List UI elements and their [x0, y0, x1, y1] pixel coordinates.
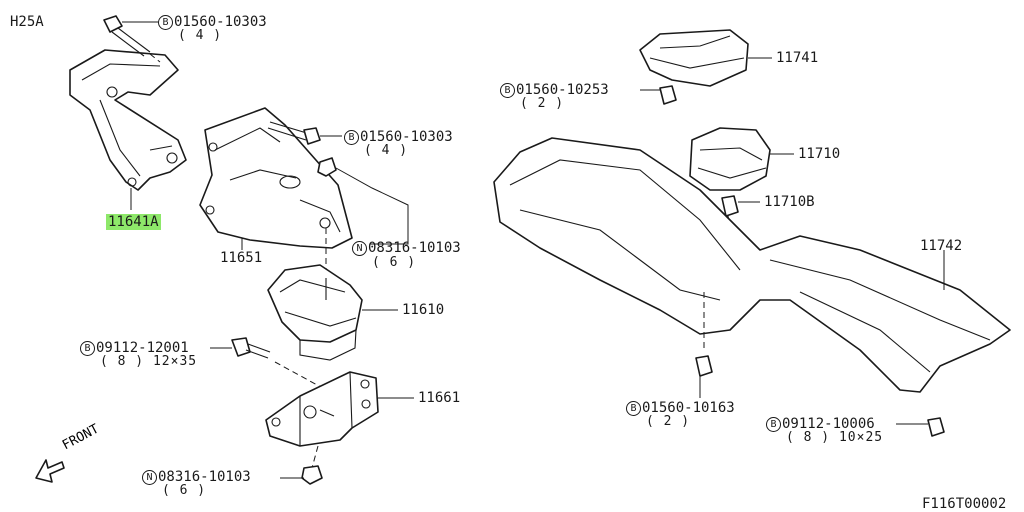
callout-number: 01560-10253 [516, 82, 609, 98]
part-11710b[interactable]: 11710B [764, 194, 815, 210]
bolt-09112-12001-drawing [210, 337, 271, 359]
callout-qty: ( 6 ) [162, 483, 207, 498]
callout-number: 08316-10103 [158, 469, 251, 485]
part-11641a[interactable]: 11641A [106, 214, 161, 230]
part-11651[interactable]: 11651 [220, 250, 263, 266]
figure-code: F116T00002 [922, 496, 1007, 512]
callout-marker: B [344, 130, 359, 145]
bracket-11661-drawing [265, 371, 414, 485]
callout-number: 09112-10006 [782, 416, 875, 432]
callout-number: 01560-10163 [642, 400, 735, 416]
callout-marker: B [500, 83, 515, 98]
mount-11610-drawing [267, 264, 398, 393]
mount-11710-drawing [689, 127, 794, 229]
callout-qty: ( 6 ) [372, 255, 417, 270]
callout-marker: B [766, 417, 781, 432]
part-11610[interactable]: 11610 [402, 302, 445, 318]
callout-number: 01560-10303 [174, 14, 267, 30]
bolt-top-left-drawing [103, 15, 161, 63]
cover-11741-drawing [639, 29, 772, 105]
part-11741[interactable]: 11741 [776, 50, 819, 66]
callout-qty: ( 2 ) [520, 96, 565, 111]
callout-marker: B [158, 15, 173, 30]
part-11641a-highlight: 11641A [106, 214, 161, 230]
front-arrow-icon [35, 459, 65, 483]
bracket-11641a-drawing [69, 49, 187, 210]
callout-marker: B [80, 341, 95, 356]
model-code: H25A [10, 14, 44, 30]
callout-qty: ( 4 ) [364, 143, 409, 158]
callout-marker: N [142, 470, 157, 485]
callout-number: 09112-12001 [96, 340, 189, 356]
part-11661[interactable]: 11661 [418, 390, 461, 406]
callout-number: 08316-10103 [368, 240, 461, 256]
callout-qty: ( 8 ) 12×35 [100, 354, 198, 369]
callout-qty: ( 8 ) 10×25 [786, 430, 884, 445]
callout-qty: ( 2 ) [646, 414, 691, 429]
callout-marker: B [626, 401, 641, 416]
part-11742[interactable]: 11742 [920, 238, 963, 254]
callout-number: 01560-10303 [360, 129, 453, 145]
crossmember-11742-drawing [493, 137, 1011, 437]
callout-marker: N [352, 241, 367, 256]
part-11710[interactable]: 11710 [798, 146, 841, 162]
bolt-mid-drawing [267, 121, 409, 245]
callout-qty: ( 4 ) [178, 28, 223, 43]
